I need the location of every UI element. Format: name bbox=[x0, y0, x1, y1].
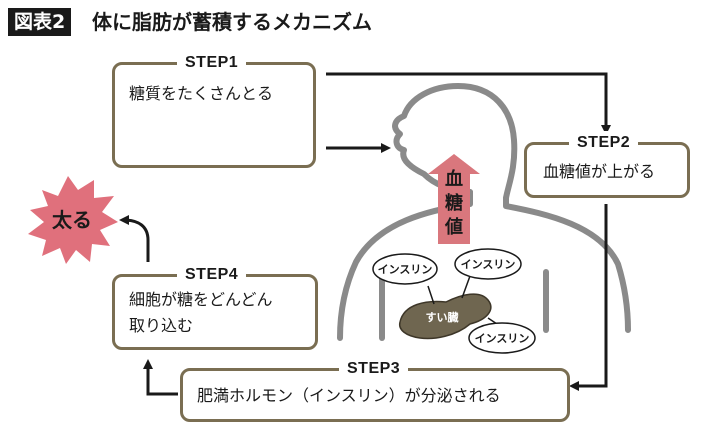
figure-title: 体に脂肪が蓄積するメカニズム bbox=[92, 10, 372, 34]
insulin-bubble bbox=[468, 322, 536, 354]
arrow-step1-to-step2 bbox=[326, 72, 611, 135]
arrow-step4-to-result bbox=[119, 215, 150, 262]
step2-text: 血糖値が上がる bbox=[543, 162, 656, 181]
pancreas-shape bbox=[398, 293, 492, 340]
step4-text-line2: 取り込む bbox=[129, 316, 194, 335]
insulin-bubble bbox=[372, 253, 438, 285]
result-label: 太る bbox=[52, 208, 92, 232]
step3-label: STEP3 bbox=[339, 357, 409, 381]
insulin-label: インスリン bbox=[377, 263, 433, 276]
step4-box: STEP4 細胞が糖をどんどん 取り込む bbox=[112, 263, 318, 350]
step4-label: STEP4 bbox=[177, 263, 247, 287]
arrow-step2-to-step3 bbox=[569, 204, 608, 391]
step3-box: STEP3 肥満ホルモン（インスリン）が分泌される bbox=[180, 357, 570, 422]
result-burst bbox=[28, 176, 118, 264]
insulin-bubble bbox=[454, 248, 522, 280]
step2-box: STEP2 血糖値が上がる bbox=[524, 131, 690, 198]
step3-text: 肥満ホルモン（インスリン）が分泌される bbox=[197, 386, 501, 405]
arrow-step3-to-step4 bbox=[143, 359, 178, 396]
insulin-label: インスリン bbox=[460, 258, 516, 271]
step1-text: 糖質をたくさんとる bbox=[129, 84, 274, 103]
step1-box: STEP1 糖質をたくさんとる bbox=[112, 51, 316, 168]
step2-label: STEP2 bbox=[569, 131, 639, 155]
blood-sugar-up-arrow bbox=[428, 154, 480, 244]
pancreas-label: すい臓 bbox=[425, 311, 459, 324]
blood-sugar-label: 血糖値 bbox=[445, 169, 463, 238]
step4-text-line1: 細胞が糖をどんどん bbox=[129, 290, 273, 309]
figure-tag: 図表2 bbox=[8, 8, 72, 36]
step1-label: STEP1 bbox=[177, 51, 247, 75]
insulin-label: インスリン bbox=[474, 332, 530, 345]
